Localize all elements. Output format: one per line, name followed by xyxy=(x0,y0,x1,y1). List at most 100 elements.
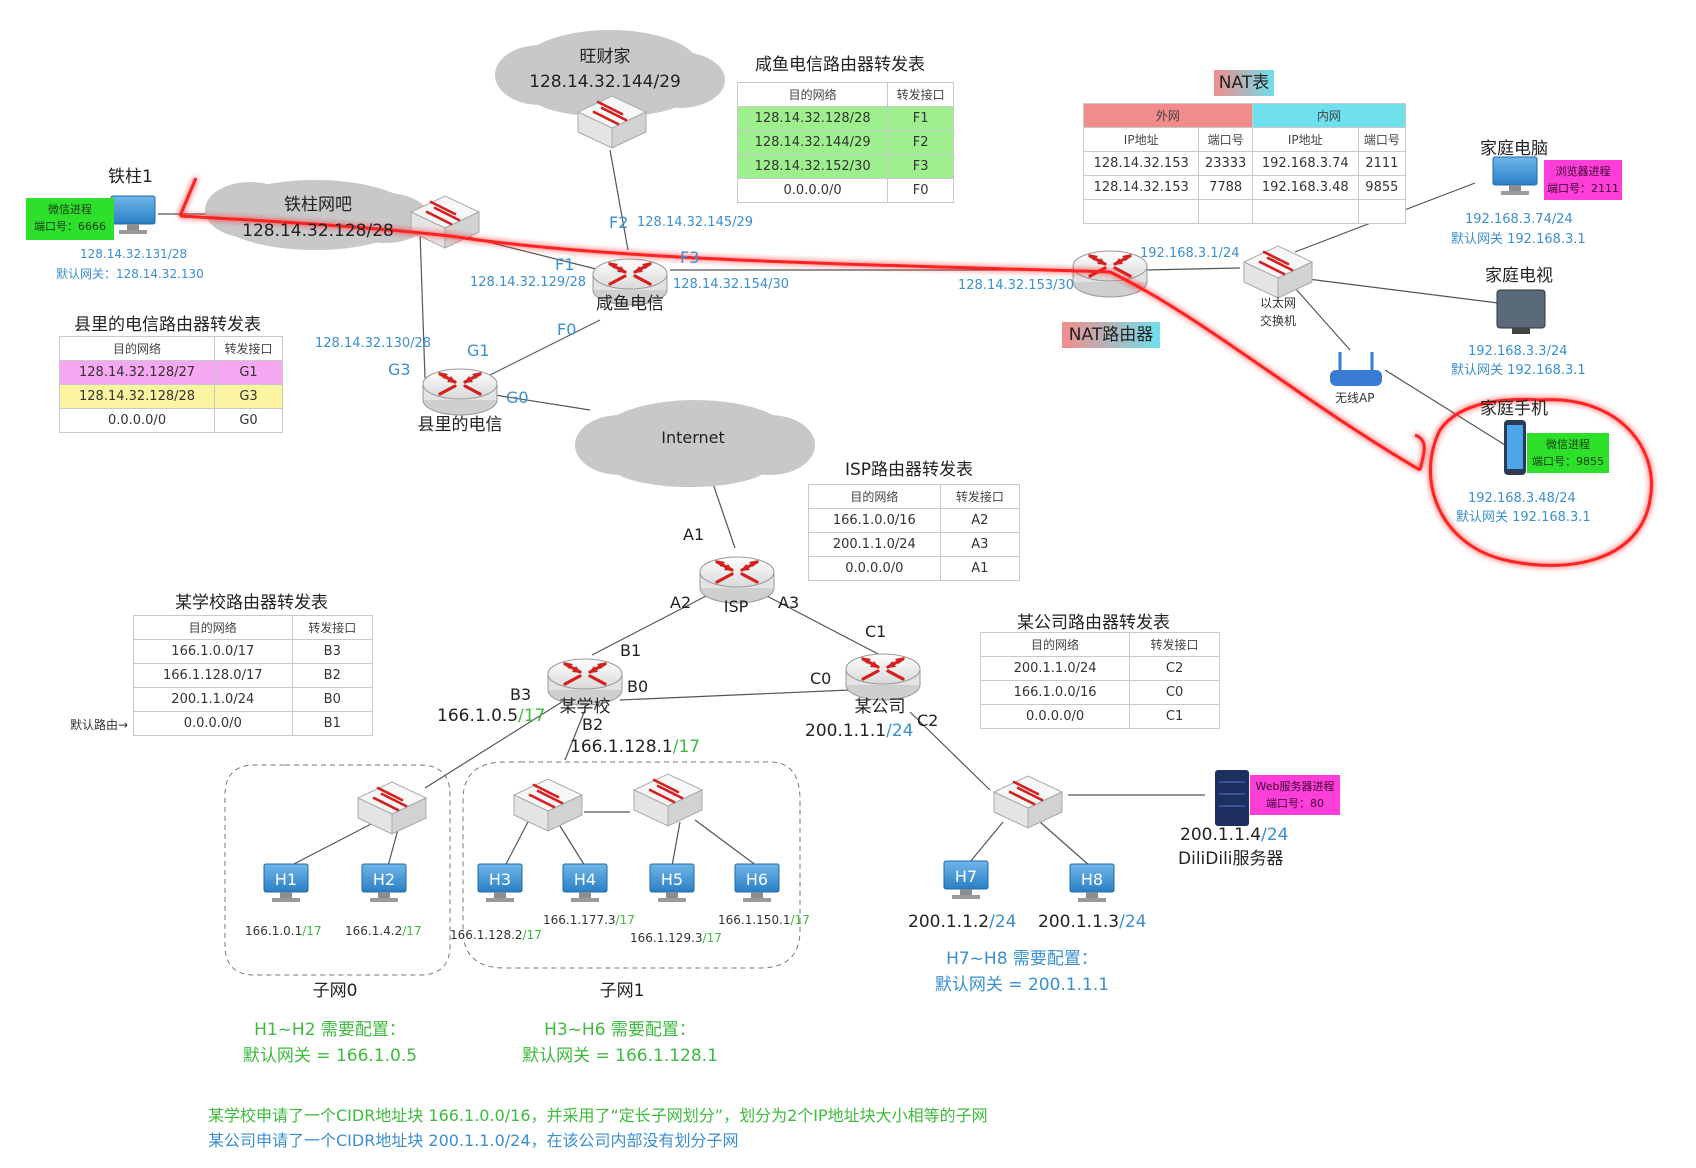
subnet1-switch-a[interactable] xyxy=(512,777,584,833)
table-cell: 7788 xyxy=(1198,175,1253,200)
table-cell: 0.0.0.0/0 xyxy=(58,408,216,433)
table-header: 转发接口 xyxy=(887,82,954,107)
table-header: 目的网络 xyxy=(808,484,941,509)
note-line-2: 某公司申请了一个CIDR地址块 200.1.1.0/24，在该公司内部没有划分子… xyxy=(208,1131,739,1150)
isp-a2: A2 xyxy=(670,593,691,612)
link-company-sw2 xyxy=(909,711,991,791)
nat-router-label-box: NAT路由器 xyxy=(1062,322,1160,348)
link-sw2-h7 xyxy=(969,821,1004,863)
company-switch[interactable] xyxy=(992,774,1064,830)
wireless-ap-icon[interactable] xyxy=(1330,352,1382,386)
home-switch[interactable] xyxy=(1242,244,1314,300)
switch-label-2: 交换机 xyxy=(1260,313,1296,328)
nat-ip-out: 128.14.32.153/30 xyxy=(958,278,1074,293)
link-school-sw1 xyxy=(564,709,586,761)
h4-name: H4 xyxy=(574,870,596,889)
table-cell: 0.0.0.0/0 xyxy=(979,704,1131,729)
h8-ip: 200.1.1.3 xyxy=(1038,912,1119,932)
h2-addr: 166.1.4.2/17 xyxy=(345,924,422,938)
netbar-net: 128.14.32.128/28 xyxy=(242,221,394,241)
table-cell: C1 xyxy=(1129,704,1220,729)
xianyu-table-title: 咸鱼电信路由器转发表 xyxy=(755,55,925,75)
h2-mask: /17 xyxy=(402,924,421,938)
link-sw1b-h6 xyxy=(694,819,758,867)
subnet1-switch-b[interactable] xyxy=(632,772,704,828)
h5-mask: /17 xyxy=(703,931,722,945)
table-cell: 128.14.32.128/27 xyxy=(58,360,216,385)
home-pc-icon[interactable] xyxy=(1492,156,1538,196)
table-cell: A3 xyxy=(939,532,1021,557)
isp-table-title: ISP路由器转发表 xyxy=(845,460,974,480)
home-pc-process-tag: 浏览器进程 端口号：2111 xyxy=(1544,160,1622,200)
link-school-company xyxy=(619,689,851,701)
table-cell: G3 xyxy=(214,384,283,409)
home-pc-ip: 192.168.3.74/24 xyxy=(1465,212,1573,227)
xianyu-ip-f3: 128.14.32.154/30 xyxy=(673,277,789,292)
county-ip-g3: 128.14.32.130/28 xyxy=(315,336,431,351)
home-phone-icon[interactable] xyxy=(1504,420,1526,475)
subnet0-switch[interactable] xyxy=(356,780,428,836)
h1-name: H1 xyxy=(275,870,297,889)
wireless-ap-label: 无线AP xyxy=(1335,391,1374,405)
company-c2-addr: 200.1.1.1/24 xyxy=(805,721,913,741)
home-tv-icon[interactable] xyxy=(1496,289,1546,334)
link-switch-tv xyxy=(1299,277,1499,304)
table-cell: 166.1.0.0/16 xyxy=(979,680,1131,705)
table-cell: 0.0.0.0/0 xyxy=(736,178,889,203)
table-cell xyxy=(1251,199,1359,224)
h6-ip: 166.1.150.1 xyxy=(718,913,791,927)
h1-addr: 166.1.0.1/17 xyxy=(245,924,322,938)
home-pc-port: 端口号：2111 xyxy=(1547,182,1619,195)
internet-label: Internet xyxy=(661,428,725,447)
subnet1-config-1: H3~H6 需要配置： xyxy=(544,1020,696,1040)
h8-addr: 200.1.1.3/24 xyxy=(1038,912,1146,932)
h5-addr: 166.1.129.3/17 xyxy=(630,931,722,945)
tiezhu-pc-icon[interactable] xyxy=(110,195,156,235)
nat-router[interactable] xyxy=(1071,249,1149,299)
subnet1-boundary xyxy=(462,761,801,969)
h8-mask: /24 xyxy=(1119,912,1146,932)
h7-ip: 200.1.1.2 xyxy=(908,912,989,932)
table-header: 转发接口 xyxy=(214,336,283,361)
server-ip: 200.1.1.4 xyxy=(1180,825,1261,845)
table-cell: 166.1.0.0/17 xyxy=(133,639,293,664)
table-header: IP地址 xyxy=(1251,127,1359,152)
nat-inner-header: 内网 xyxy=(1251,103,1407,128)
link-wangcai-xianyu xyxy=(609,149,629,251)
link-lines xyxy=(158,149,1506,867)
table-cell: 0.0.0.0/0 xyxy=(133,711,293,736)
table-header: 目的网络 xyxy=(133,615,293,640)
tiezhu-name: 铁柱1 xyxy=(108,167,153,187)
h4-addr: 166.1.177.3/17 xyxy=(543,913,635,927)
company-router[interactable] xyxy=(844,652,922,702)
school-b2: B2 xyxy=(582,715,603,734)
dilidili-server-icon[interactable] xyxy=(1215,770,1249,826)
wangcai-cloud xyxy=(495,30,725,117)
table-cell: 23333 xyxy=(1198,151,1253,176)
table-header: IP地址 xyxy=(1082,127,1200,152)
county-router[interactable] xyxy=(421,367,499,417)
table-cell: 128.14.32.128/28 xyxy=(736,106,889,131)
table-cell: C0 xyxy=(1129,680,1220,705)
home-pc-gw: 默认网关 192.168.3.1 xyxy=(1451,231,1586,247)
isp-router-label: ISP xyxy=(724,597,749,616)
county-if-g1: G1 xyxy=(467,341,490,360)
link-county-xianyu xyxy=(479,319,601,381)
table-cell xyxy=(1082,199,1200,224)
h6-name: H6 xyxy=(746,870,768,889)
home-tv-ip: 192.168.3.3/24 xyxy=(1468,344,1568,359)
county-if-g0: G0 xyxy=(506,388,529,407)
server-addr: 200.1.1.4/24 xyxy=(1180,825,1288,845)
school-b1: B1 xyxy=(620,641,641,660)
